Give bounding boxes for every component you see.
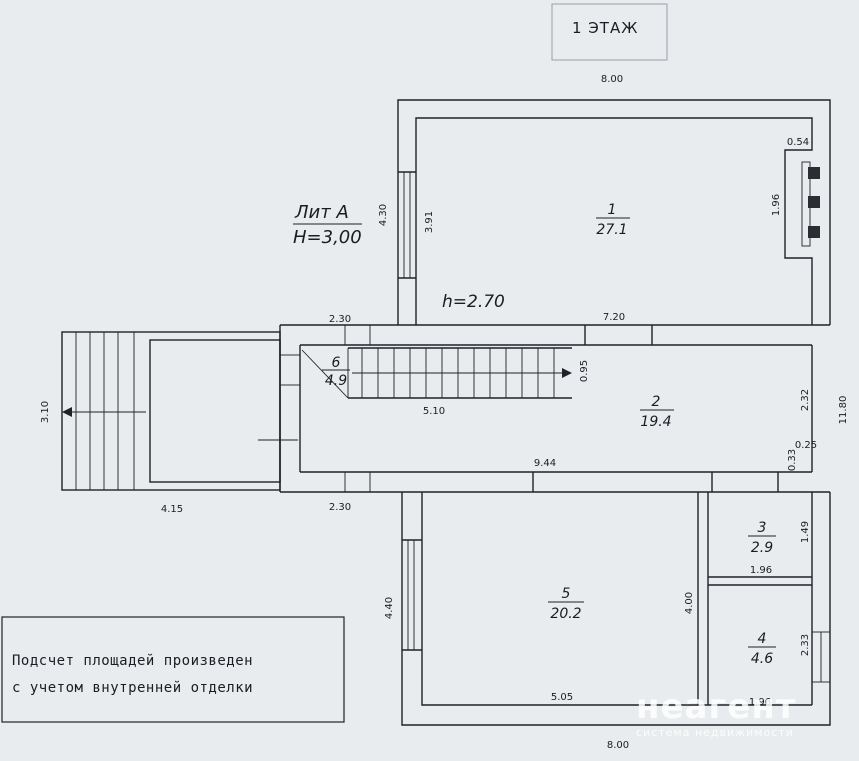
svg-text:неагент: неагент <box>636 687 797 727</box>
dim-stair-length: 5.10 <box>423 406 445 417</box>
dim-stair-gap: 0.95 <box>579 360 590 382</box>
svg-text:Лит А: Лит А <box>294 202 349 223</box>
dim-fireplace-depth: 0.54 <box>787 137 809 148</box>
room-2-label: 2 19.4 <box>640 394 674 430</box>
staircase <box>301 347 572 399</box>
dim-porch-width: 4.15 <box>161 504 183 515</box>
svg-text:1: 1 <box>608 202 617 218</box>
room-6-label: 6 4.9 <box>322 355 350 389</box>
svg-text:4.6: 4.6 <box>751 651 773 667</box>
watermark-logo: неагент система недвижимости <box>636 687 797 739</box>
dim-room5-right: 4.00 <box>684 592 695 614</box>
room-4-label: 4 4.6 <box>748 631 776 667</box>
svg-text:6: 6 <box>332 355 341 371</box>
room-2-walls <box>258 324 830 493</box>
dim-top-width: 8.00 <box>601 74 623 85</box>
dim-room3-height: 1.49 <box>800 521 811 543</box>
dim-room1-inner-height: 3.91 <box>424 211 435 233</box>
svg-text:4.9: 4.9 <box>325 373 347 389</box>
room-1-walls <box>397 99 831 325</box>
building-label: Лит А H=3,00 <box>293 202 362 248</box>
area-note: Подсчет площадей произведен с учетом вну… <box>1 616 345 723</box>
room-5-label: 5 20.2 <box>548 586 584 622</box>
dim-fireplace-length: 1.96 <box>771 194 782 216</box>
svg-text:20.2: 20.2 <box>550 606 581 622</box>
dim-room3-width: 1.96 <box>750 565 772 576</box>
porch <box>61 331 281 491</box>
dim-room5-bottom: 5.05 <box>551 692 573 703</box>
title-box <box>551 3 668 61</box>
dim-corridor-top-left: 2.30 <box>329 314 351 325</box>
dim-room5-left: 4.40 <box>384 597 395 619</box>
dim-right-total: 11.80 <box>838 396 849 425</box>
bottom-walls <box>401 492 831 726</box>
dim-corridor-bottom-left: 2.30 <box>329 502 351 513</box>
svg-text:3: 3 <box>758 520 767 536</box>
svg-text:27.1: 27.1 <box>596 222 627 238</box>
dim-bottom-width: 8.00 <box>607 740 629 751</box>
dim-room1-outer-height: 4.30 <box>378 204 389 226</box>
svg-text:система недвижимости: система недвижимости <box>636 726 794 739</box>
dim-right-025: 0.25 <box>795 440 817 451</box>
svg-text:19.4: 19.4 <box>640 414 671 430</box>
dim-room1-bottom: 7.20 <box>603 312 625 323</box>
room-3-label: 3 2.9 <box>748 520 776 556</box>
dim-right-033: 0.33 <box>787 449 798 471</box>
dim-corridor-length: 9.44 <box>534 458 556 469</box>
dim-room2-right: 2.32 <box>800 389 811 411</box>
svg-text:2: 2 <box>652 394 661 410</box>
floor-title: 1 ЭТАЖ <box>572 19 638 37</box>
room-1-label: 1 27.1 <box>596 202 630 238</box>
svg-text:4: 4 <box>758 631 767 647</box>
svg-text:2.9: 2.9 <box>751 540 773 556</box>
dim-porch-height: 3.10 <box>40 401 51 423</box>
area-note-line-1: Подсчет площадей произведен <box>12 653 253 669</box>
svg-text:H=3,00: H=3,00 <box>293 227 362 248</box>
area-note-line-2: с учетом внутренней отделки <box>12 680 253 696</box>
svg-text:5: 5 <box>562 586 571 602</box>
dim-room4-height: 2.33 <box>800 634 811 656</box>
ceiling-height: h=2.70 <box>442 292 505 312</box>
dim-room4-width: 1.96 <box>749 697 771 708</box>
